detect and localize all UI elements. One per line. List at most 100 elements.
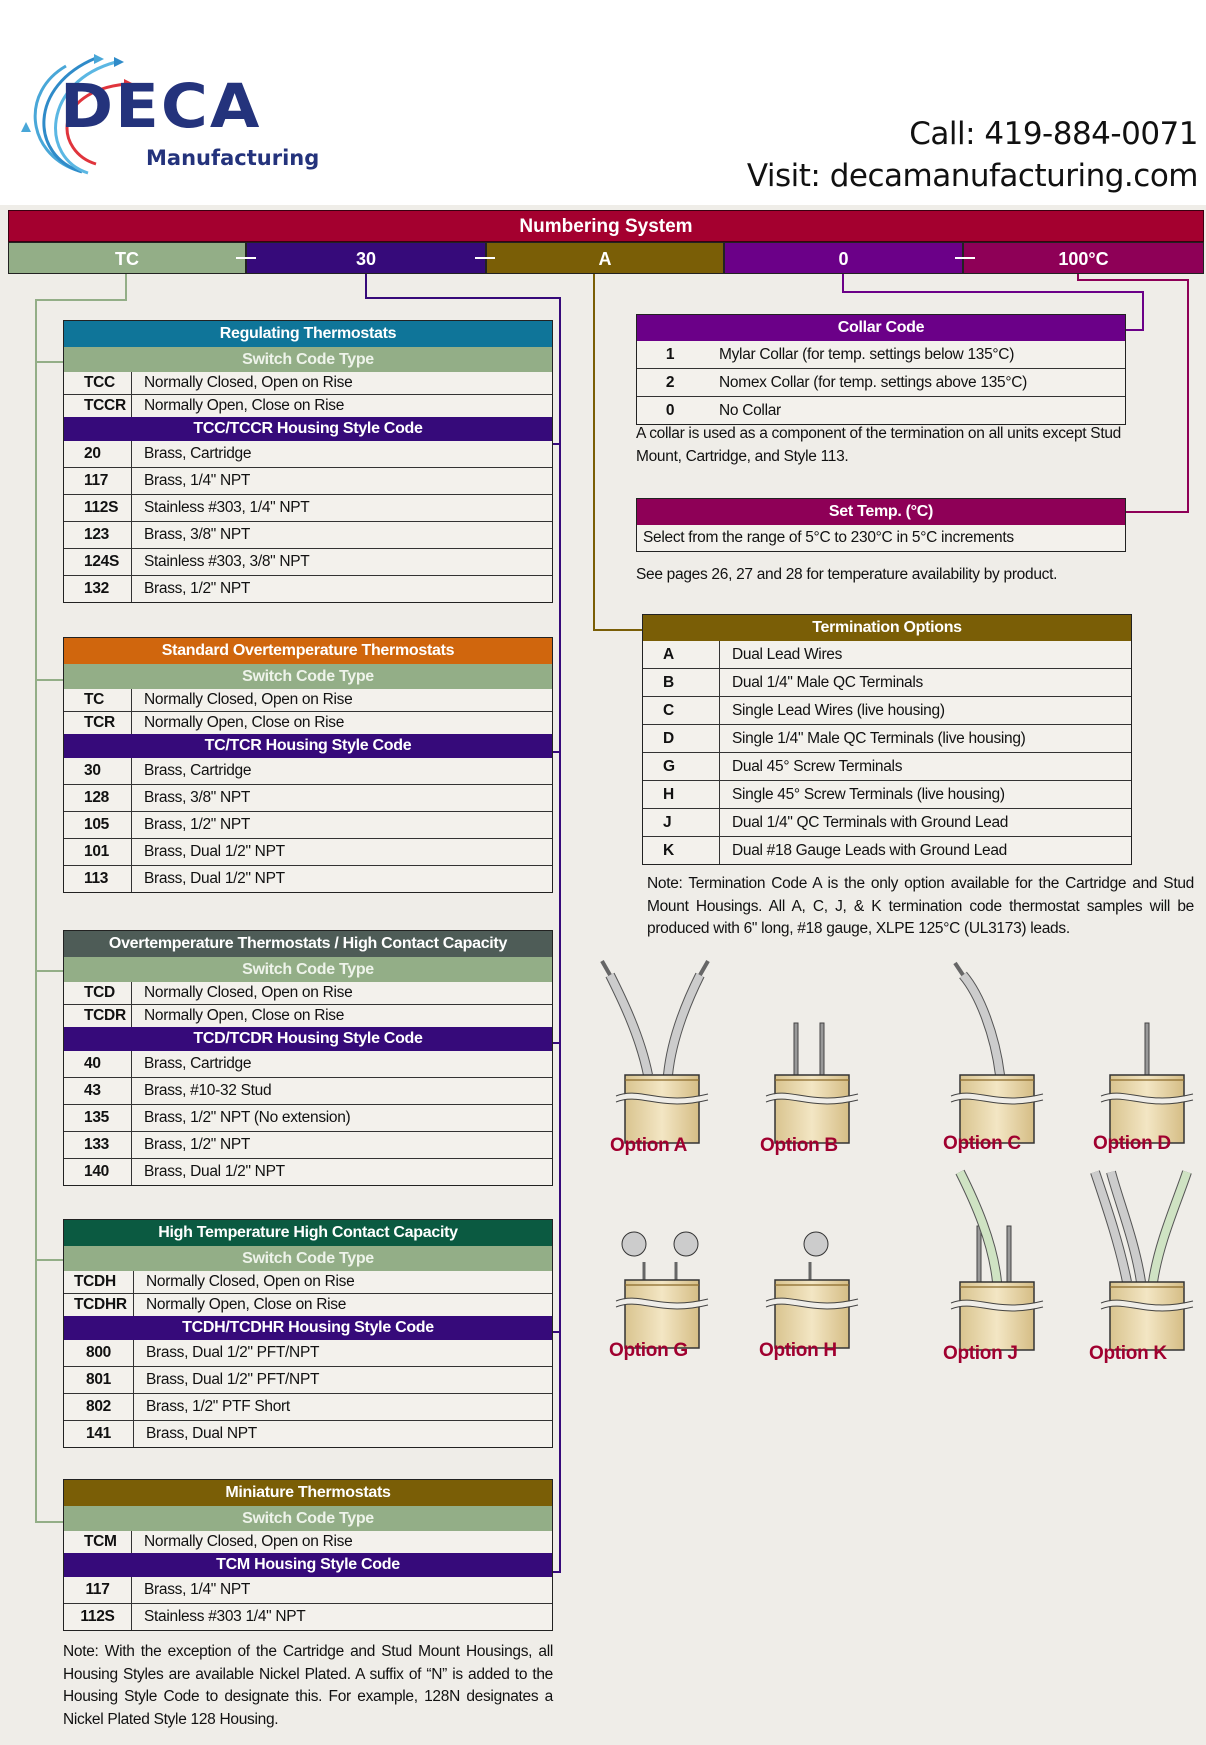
numbering-segment-label: 30: [355, 249, 377, 269]
numbering-segment-3: A: [486, 242, 724, 274]
switch-code-type-header: Switch Code Type: [64, 664, 552, 689]
housing-description: Brass, 1/2" NPT: [144, 816, 251, 833]
switch-description: Normally Closed, Open on Rise: [144, 1533, 353, 1550]
housing-code: 802: [64, 1394, 134, 1420]
switch-description: Normally Closed, Open on Rise: [144, 691, 353, 708]
dual-qc-terminals-icon: [765, 1022, 859, 1144]
switch-code-type-header: Switch Code Type: [64, 1506, 552, 1531]
switch-description: Normally Open, Close on Rise: [144, 714, 345, 731]
housing-style-row: 128 Brass, 3/8" NPT: [64, 784, 552, 811]
option-illustration: [750, 1150, 860, 1365]
switch-code: TCDH: [64, 1271, 134, 1293]
numbering-segment-label: 100°C: [1058, 249, 1109, 269]
housing-description: Brass, Dual NPT: [146, 1425, 257, 1442]
deca-logo: DECA Manufacturing: [16, 52, 319, 182]
switch-description: Normally Open, Close on Rise: [144, 397, 345, 414]
housing-description: Brass, 3/8" NPT: [144, 526, 251, 543]
housing-description: Brass, 1/2" NPT: [144, 1136, 251, 1153]
tc-connector-line: [35, 274, 127, 1523]
collar-code: 0: [665, 402, 675, 419]
phone-number[interactable]: Call: 419-884-0071: [909, 116, 1198, 152]
termination-description: Single 45° Screw Terminals (live housing…: [732, 786, 1005, 803]
option-illustration: [1085, 945, 1195, 1160]
termination-options-header: Termination Options: [643, 615, 1131, 641]
housing-code: 141: [64, 1421, 134, 1447]
housing-description: Brass, #10-32 Stud: [144, 1082, 272, 1099]
settemp-connector-line: [1077, 274, 1189, 513]
housing-code: 140: [64, 1159, 132, 1185]
switch-code: TCD: [64, 982, 132, 1004]
housing-code: 112S: [64, 495, 132, 521]
numbering-segment-5: 100°C: [963, 242, 1204, 274]
option-label: Option C: [943, 1133, 1021, 1154]
single-screw-terminal-icon: [765, 1231, 859, 1349]
housing-style-row: 141 Brass, Dual NPT: [64, 1420, 552, 1447]
housing-code: 124S: [64, 549, 132, 575]
collar-code: 1: [665, 346, 675, 363]
housing-description: Brass, Cartridge: [144, 1055, 252, 1072]
numbering-segment-2: 30: [246, 242, 486, 274]
switch-description: Normally Closed, Open on Rise: [144, 984, 353, 1001]
numbering-segment-label: 0: [838, 249, 849, 269]
termination-description: Dual 1/4" QC Terminals with Ground Lead: [732, 814, 1009, 831]
housing-description: Brass, Dual 1/2" PFT/NPT: [146, 1344, 320, 1361]
separator-dash: [475, 257, 495, 259]
termination-description: Dual 1/4" Male QC Terminals: [732, 674, 923, 691]
housing-code: 128: [64, 785, 132, 811]
housing-code: 30: [64, 758, 132, 784]
numbering-system-title: Numbering System: [8, 210, 1204, 242]
qc-terminals-ground-lead-icon: [950, 1169, 1044, 1351]
housing-description: Brass, Cartridge: [144, 445, 252, 462]
housing-description: Stainless #303, 1/4" NPT: [144, 499, 310, 516]
collar-code-header: Collar Code: [637, 315, 1125, 341]
housing-description: Brass, Dual 1/2" PFT/NPT: [146, 1371, 320, 1388]
termination-code: H: [643, 781, 720, 808]
termination-description: Single Lead Wires (live housing): [732, 702, 945, 719]
switch-description: Normally Open, Close on Rise: [144, 1007, 345, 1024]
housing-style-header: TCDH/TCDHR Housing Style Code: [64, 1316, 552, 1340]
housing-description: Brass, 1/2" PTF Short: [146, 1398, 290, 1415]
logo-swoosh-icon: [21, 54, 134, 175]
website-link[interactable]: Visit: decamanufacturing.com: [746, 158, 1199, 194]
housing-description: Brass, 3/8" NPT: [144, 789, 251, 806]
logo-text: DECA: [60, 71, 262, 143]
collar-description: Nomex Collar (for temp. settings above 1…: [719, 374, 1027, 391]
housing-code: 123: [64, 522, 132, 548]
collar-note: A collar is used as a component of the t…: [636, 425, 1121, 465]
housing-style-header: TCM Housing Style Code: [64, 1553, 552, 1577]
header-background: [0, 0, 1206, 205]
housing-style-header: TCC/TCCR Housing Style Code: [64, 417, 552, 441]
separator-dash: [955, 257, 975, 259]
termination-code: A: [643, 641, 720, 668]
option-label: Option B: [760, 1135, 838, 1156]
option-illustration: [750, 945, 860, 1160]
option-label: Option D: [1093, 1133, 1171, 1154]
switch-code-row: TCR Normally Open, Close on Rise: [64, 711, 552, 734]
table-title: Standard Overtemperature Thermostats: [64, 638, 552, 664]
single-qc-terminal-icon: [1100, 1022, 1194, 1144]
housing-description: Brass, Dual 1/2" NPT: [144, 870, 285, 887]
termination-code: C: [643, 697, 720, 724]
switch-code: TCR: [64, 712, 132, 734]
termination-code: G: [643, 753, 720, 780]
table-title: Regulating Thermostats: [64, 321, 552, 347]
switch-description: Normally Open, Close on Rise: [146, 1296, 347, 1313]
option-illustration: [1085, 1152, 1195, 1367]
